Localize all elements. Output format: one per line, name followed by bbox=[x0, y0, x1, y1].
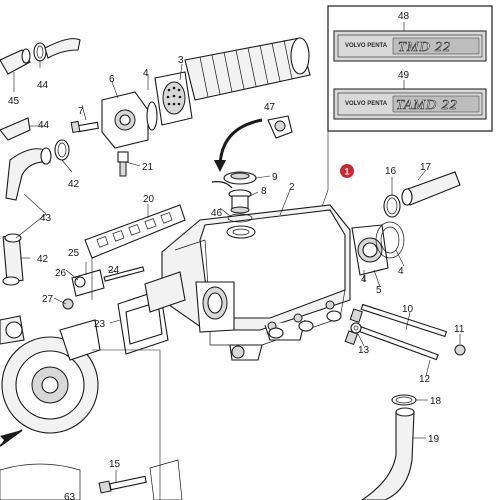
thermostat-cover-9 bbox=[223, 171, 257, 185]
callout-3: 3 bbox=[178, 55, 184, 66]
callout-11: 11 bbox=[454, 324, 465, 335]
end-cover-6 bbox=[101, 91, 158, 149]
callout-6: 6 bbox=[109, 74, 115, 85]
callout-21: 21 bbox=[142, 162, 154, 173]
zinc-anode-47 bbox=[267, 115, 293, 139]
hose-43 bbox=[0, 117, 52, 201]
decal-inset: VOLVO PENTA TMD 22 VOLVO PENTA TAMD 22 bbox=[327, 5, 493, 132]
callout-42-b: 42 bbox=[37, 254, 49, 265]
hose-clamp-16 bbox=[383, 194, 401, 218]
callout-2: 2 bbox=[289, 182, 295, 193]
callout-24: 24 bbox=[108, 265, 120, 276]
callout-45: 45 bbox=[8, 96, 20, 107]
callout-4-c: 4 bbox=[398, 266, 404, 277]
note-badge: 1 bbox=[340, 164, 354, 178]
bolt-15 bbox=[98, 475, 147, 494]
callout-9: 9 bbox=[272, 172, 278, 183]
callout-4-a: 4 bbox=[143, 68, 149, 79]
callout-18: 18 bbox=[430, 396, 442, 407]
upper-hose bbox=[44, 38, 81, 59]
leader-lines bbox=[13, 60, 461, 482]
callout-4-b: 4 bbox=[361, 274, 367, 285]
hose-clamp-44-top bbox=[33, 42, 47, 62]
decal-model-bottom: TAMD 22 bbox=[396, 98, 458, 113]
callout-43: 43 bbox=[40, 213, 52, 224]
decal-tamd22: VOLVO PENTA TAMD 22 bbox=[333, 88, 487, 120]
callout-15: 15 bbox=[109, 459, 121, 470]
callout-8: 8 bbox=[261, 186, 267, 197]
nut-27 bbox=[62, 298, 74, 310]
decal-brand-top: VOLVO PENTA bbox=[345, 43, 388, 49]
callout-44-b: 44 bbox=[38, 120, 50, 131]
turbocharger bbox=[0, 315, 101, 500]
callout-17: 17 bbox=[420, 162, 432, 173]
bolt-7 bbox=[70, 120, 100, 134]
bolt-12 bbox=[344, 325, 439, 361]
sensor-21 bbox=[117, 151, 129, 177]
callout-42-a: 42 bbox=[68, 179, 80, 190]
callout-63: 63 bbox=[64, 492, 76, 500]
elbow-23 bbox=[117, 271, 186, 355]
hose-clamp-18 bbox=[391, 394, 417, 406]
callout-13: 13 bbox=[358, 345, 370, 356]
callout-12: 12 bbox=[419, 374, 431, 385]
callout-47: 47 bbox=[264, 102, 276, 113]
callout-7: 7 bbox=[78, 106, 84, 117]
callout-27: 27 bbox=[42, 294, 54, 305]
nut-11 bbox=[454, 344, 466, 356]
callout-10: 10 bbox=[402, 304, 414, 315]
decal-tmd22: VOLVO PENTA TMD 22 bbox=[333, 30, 487, 62]
callout-44-a: 44 bbox=[37, 80, 49, 91]
callout-23: 23 bbox=[94, 319, 106, 330]
stud-24 bbox=[103, 266, 145, 282]
thermostat-8 bbox=[228, 189, 252, 214]
gasket-46 bbox=[227, 213, 253, 223]
callout-46: 46 bbox=[211, 208, 223, 219]
callout-labels: 2 3 4 4 4 5 6 7 8 9 10 11 12 13 15 16 17… bbox=[8, 11, 465, 500]
callout-26: 26 bbox=[55, 268, 67, 279]
bracket bbox=[149, 459, 183, 500]
hose-19 bbox=[361, 407, 415, 500]
note-badge-label: 1 bbox=[344, 167, 349, 177]
tube-bundle bbox=[154, 37, 311, 126]
callout-5: 5 bbox=[376, 285, 382, 296]
callout-48: 48 bbox=[398, 11, 410, 22]
callout-19: 19 bbox=[428, 434, 440, 445]
decal-brand-bottom: VOLVO PENTA bbox=[345, 101, 388, 107]
hose-17 bbox=[401, 171, 461, 206]
callout-16: 16 bbox=[385, 166, 397, 177]
hose-42-lower bbox=[2, 233, 24, 286]
hose-clamp-44-mid bbox=[54, 139, 70, 161]
washer-13 bbox=[350, 322, 362, 334]
bolt-10 bbox=[349, 303, 448, 338]
heat-exchanger-housing bbox=[161, 204, 351, 361]
callout-25: 25 bbox=[68, 248, 80, 259]
hose-45 bbox=[0, 48, 31, 75]
curved-arrow bbox=[218, 118, 263, 169]
callout-49: 49 bbox=[398, 70, 410, 81]
right-end-gasket bbox=[351, 221, 405, 276]
decal-model-top: TMD 22 bbox=[398, 40, 451, 55]
manifold-gasket-20 bbox=[84, 204, 186, 259]
callout-20: 20 bbox=[143, 194, 155, 205]
